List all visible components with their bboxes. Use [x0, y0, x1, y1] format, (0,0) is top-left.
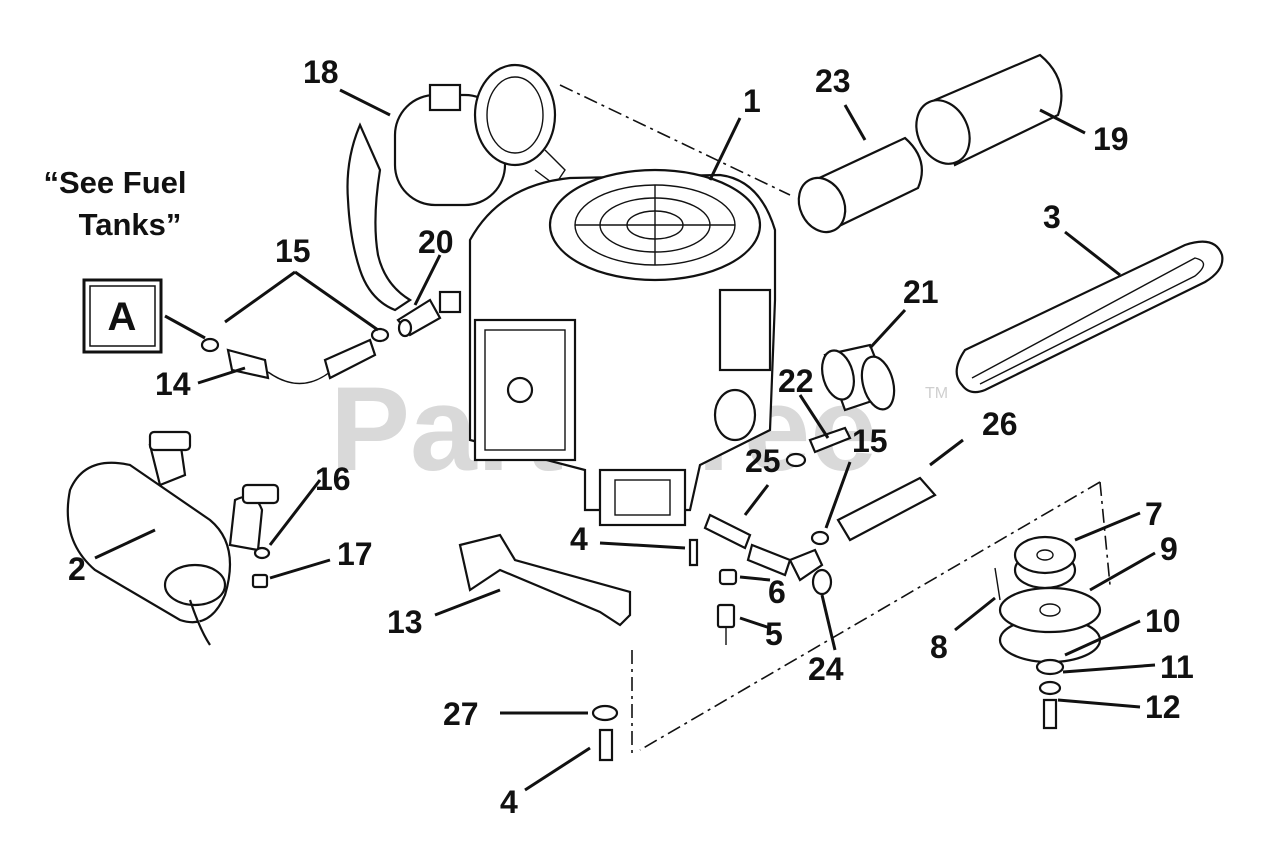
callout-24: 24: [808, 651, 844, 687]
lower-hardware: [591, 704, 619, 762]
muffler-hardware: [251, 546, 271, 589]
callout-27: 27: [443, 696, 479, 732]
engine-part: [438, 168, 777, 527]
callout-6: 6: [768, 574, 786, 610]
callout-1: 1: [743, 83, 761, 119]
air-cleaner-part: [346, 63, 566, 312]
callout-26: 26: [982, 406, 1018, 442]
sleeve-small-part: [797, 136, 923, 234]
oil-filter-part: [821, 343, 896, 412]
callout-5: 5: [765, 616, 783, 652]
callout-16: 16: [315, 461, 351, 497]
callout-9: 9: [1160, 531, 1178, 567]
callout-25: 25: [745, 443, 781, 479]
callout-18: 18: [303, 54, 339, 90]
callout-12: 12: [1145, 689, 1181, 725]
callout-4-lower: 4: [500, 784, 518, 820]
callout-15-right: 15: [852, 423, 888, 459]
callout-11: 11: [1160, 649, 1194, 685]
callout-15-left: 15: [275, 233, 311, 269]
belt-part: [955, 240, 1224, 394]
leader-lines: [94, 88, 1156, 792]
watermark-tm: TM: [925, 385, 948, 402]
callout-22: 22: [778, 363, 814, 399]
oil-drain-fittings: [688, 426, 852, 645]
assembly-dashed-lines: [559, 84, 1111, 755]
callout-13: 13: [387, 604, 423, 640]
hose-part: [810, 476, 937, 546]
sleeve-large-part: [915, 53, 1063, 167]
muffler-part: [66, 430, 280, 646]
callout-7: 7: [1145, 496, 1163, 532]
callout-3: 3: [1043, 199, 1061, 235]
fuel-line-parts: [200, 298, 442, 385]
callout-4-upper: 4: [570, 521, 588, 557]
callout-2: 2: [68, 551, 86, 587]
reference-box-leader: [164, 314, 206, 340]
see-fuel-tanks-note-line1: “See Fuel: [44, 165, 187, 200]
callout-21: 21: [903, 274, 939, 310]
reference-box-letter: A: [108, 295, 137, 339]
callout-20: 20: [418, 224, 454, 260]
callout-10: 10: [1145, 603, 1181, 639]
see-fuel-tanks-note-line2: Tanks”: [79, 207, 182, 242]
callout-17: 17: [337, 536, 373, 572]
callouts: 1 23 19 3 18 15 14 20 21 22 15 26 25 4 6…: [68, 54, 1194, 820]
reference-box: A: [82, 278, 163, 354]
callout-23: 23: [815, 63, 851, 99]
callout-14: 14: [155, 366, 191, 402]
callout-8: 8: [930, 629, 948, 665]
callout-19: 19: [1093, 121, 1129, 157]
bracket-part: [458, 533, 632, 627]
pulley-assembly: [994, 535, 1102, 730]
